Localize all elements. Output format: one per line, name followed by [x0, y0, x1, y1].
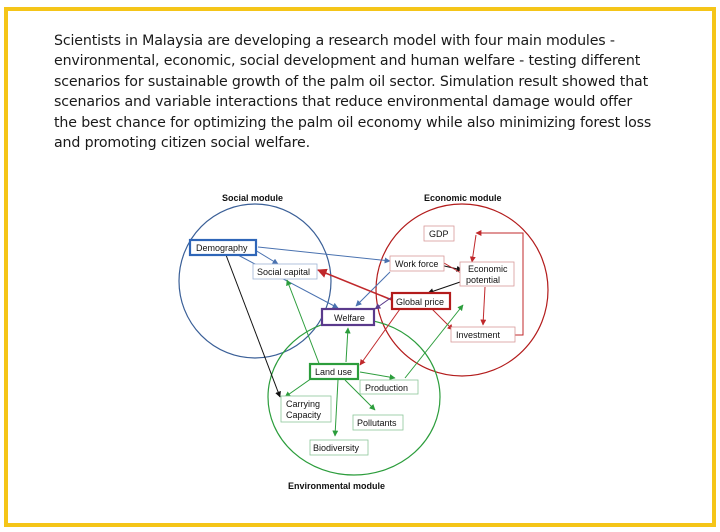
- node-demography: Demography: [188, 238, 258, 257]
- svg-text:Economic: Economic: [468, 264, 508, 274]
- arrow-globalprice-socialcapital: [317, 268, 393, 301]
- node-biodiversity: Biodiversity: [309, 439, 369, 456]
- environmental-module-title: Environmental module: [288, 481, 385, 491]
- svg-text:Land use: Land use: [315, 367, 352, 377]
- svg-text:Biodiversity: Biodiversity: [313, 443, 360, 453]
- arrow-globalprice-welfare: [374, 296, 393, 310]
- node-work-force: Work force: [389, 255, 445, 272]
- node-economic-potential: Economic potential: [459, 261, 515, 287]
- arrow-production-globalprice: [404, 304, 464, 379]
- svg-text:Carrying: Carrying: [286, 399, 320, 409]
- node-welfare: Welfare: [320, 307, 376, 327]
- node-production: Production: [359, 379, 419, 395]
- node-global-price: Global price: [390, 291, 452, 311]
- svg-text:Investment: Investment: [456, 330, 501, 340]
- arrow-investment-gdp: [475, 230, 524, 336]
- node-land-use: Land use: [308, 362, 360, 381]
- arrow-landuse-biodiversity: [332, 379, 339, 437]
- svg-text:Capacity: Capacity: [286, 410, 322, 420]
- node-investment: Investment: [450, 326, 516, 343]
- arrow-landuse-socialcapital: [286, 279, 321, 367]
- arrow-potential-investment: [480, 286, 487, 326]
- svg-text:Work force: Work force: [395, 259, 438, 269]
- arrow-globalprice-landuse: [359, 308, 401, 366]
- arrow-landuse-carrying: [284, 377, 313, 398]
- svg-text:Social capital: Social capital: [257, 267, 310, 277]
- arrow-landuse-pollutants: [344, 379, 376, 411]
- node-gdp: GDP: [423, 225, 455, 242]
- arrow-demography-carrying: [225, 254, 281, 398]
- svg-text:Welfare: Welfare: [334, 313, 365, 323]
- economic-module-circle: [375, 203, 549, 377]
- arrow-landuse-production: [359, 371, 396, 381]
- economic-module-title: Economic module: [424, 193, 502, 203]
- svg-text:Pollutants: Pollutants: [357, 418, 397, 428]
- arrow-landuse-welfare: [344, 327, 351, 363]
- node-pollutants: Pollutants: [352, 414, 404, 431]
- node-carrying-capacity: Carrying Capacity: [280, 395, 332, 423]
- arrow-gdp-potential: [469, 234, 477, 263]
- social-module-circle: [178, 203, 332, 359]
- svg-text:Production: Production: [365, 383, 408, 393]
- svg-text:Global price: Global price: [396, 297, 444, 307]
- arrow-demography-socialcapital: [254, 249, 279, 265]
- relationship-arrows: [225, 230, 524, 437]
- arrow-demography-workforce: [257, 246, 391, 264]
- svg-text:Demography: Demography: [196, 243, 248, 253]
- arrow-workforce-welfare: [355, 271, 391, 307]
- description-paragraph: Scientists in Malaysia are developing a …: [54, 33, 652, 152]
- svg-text:potential: potential: [466, 275, 500, 285]
- node-social-capital: Social capital: [252, 263, 318, 280]
- svg-text:GDP: GDP: [429, 229, 449, 239]
- social-module-title: Social module: [222, 193, 283, 203]
